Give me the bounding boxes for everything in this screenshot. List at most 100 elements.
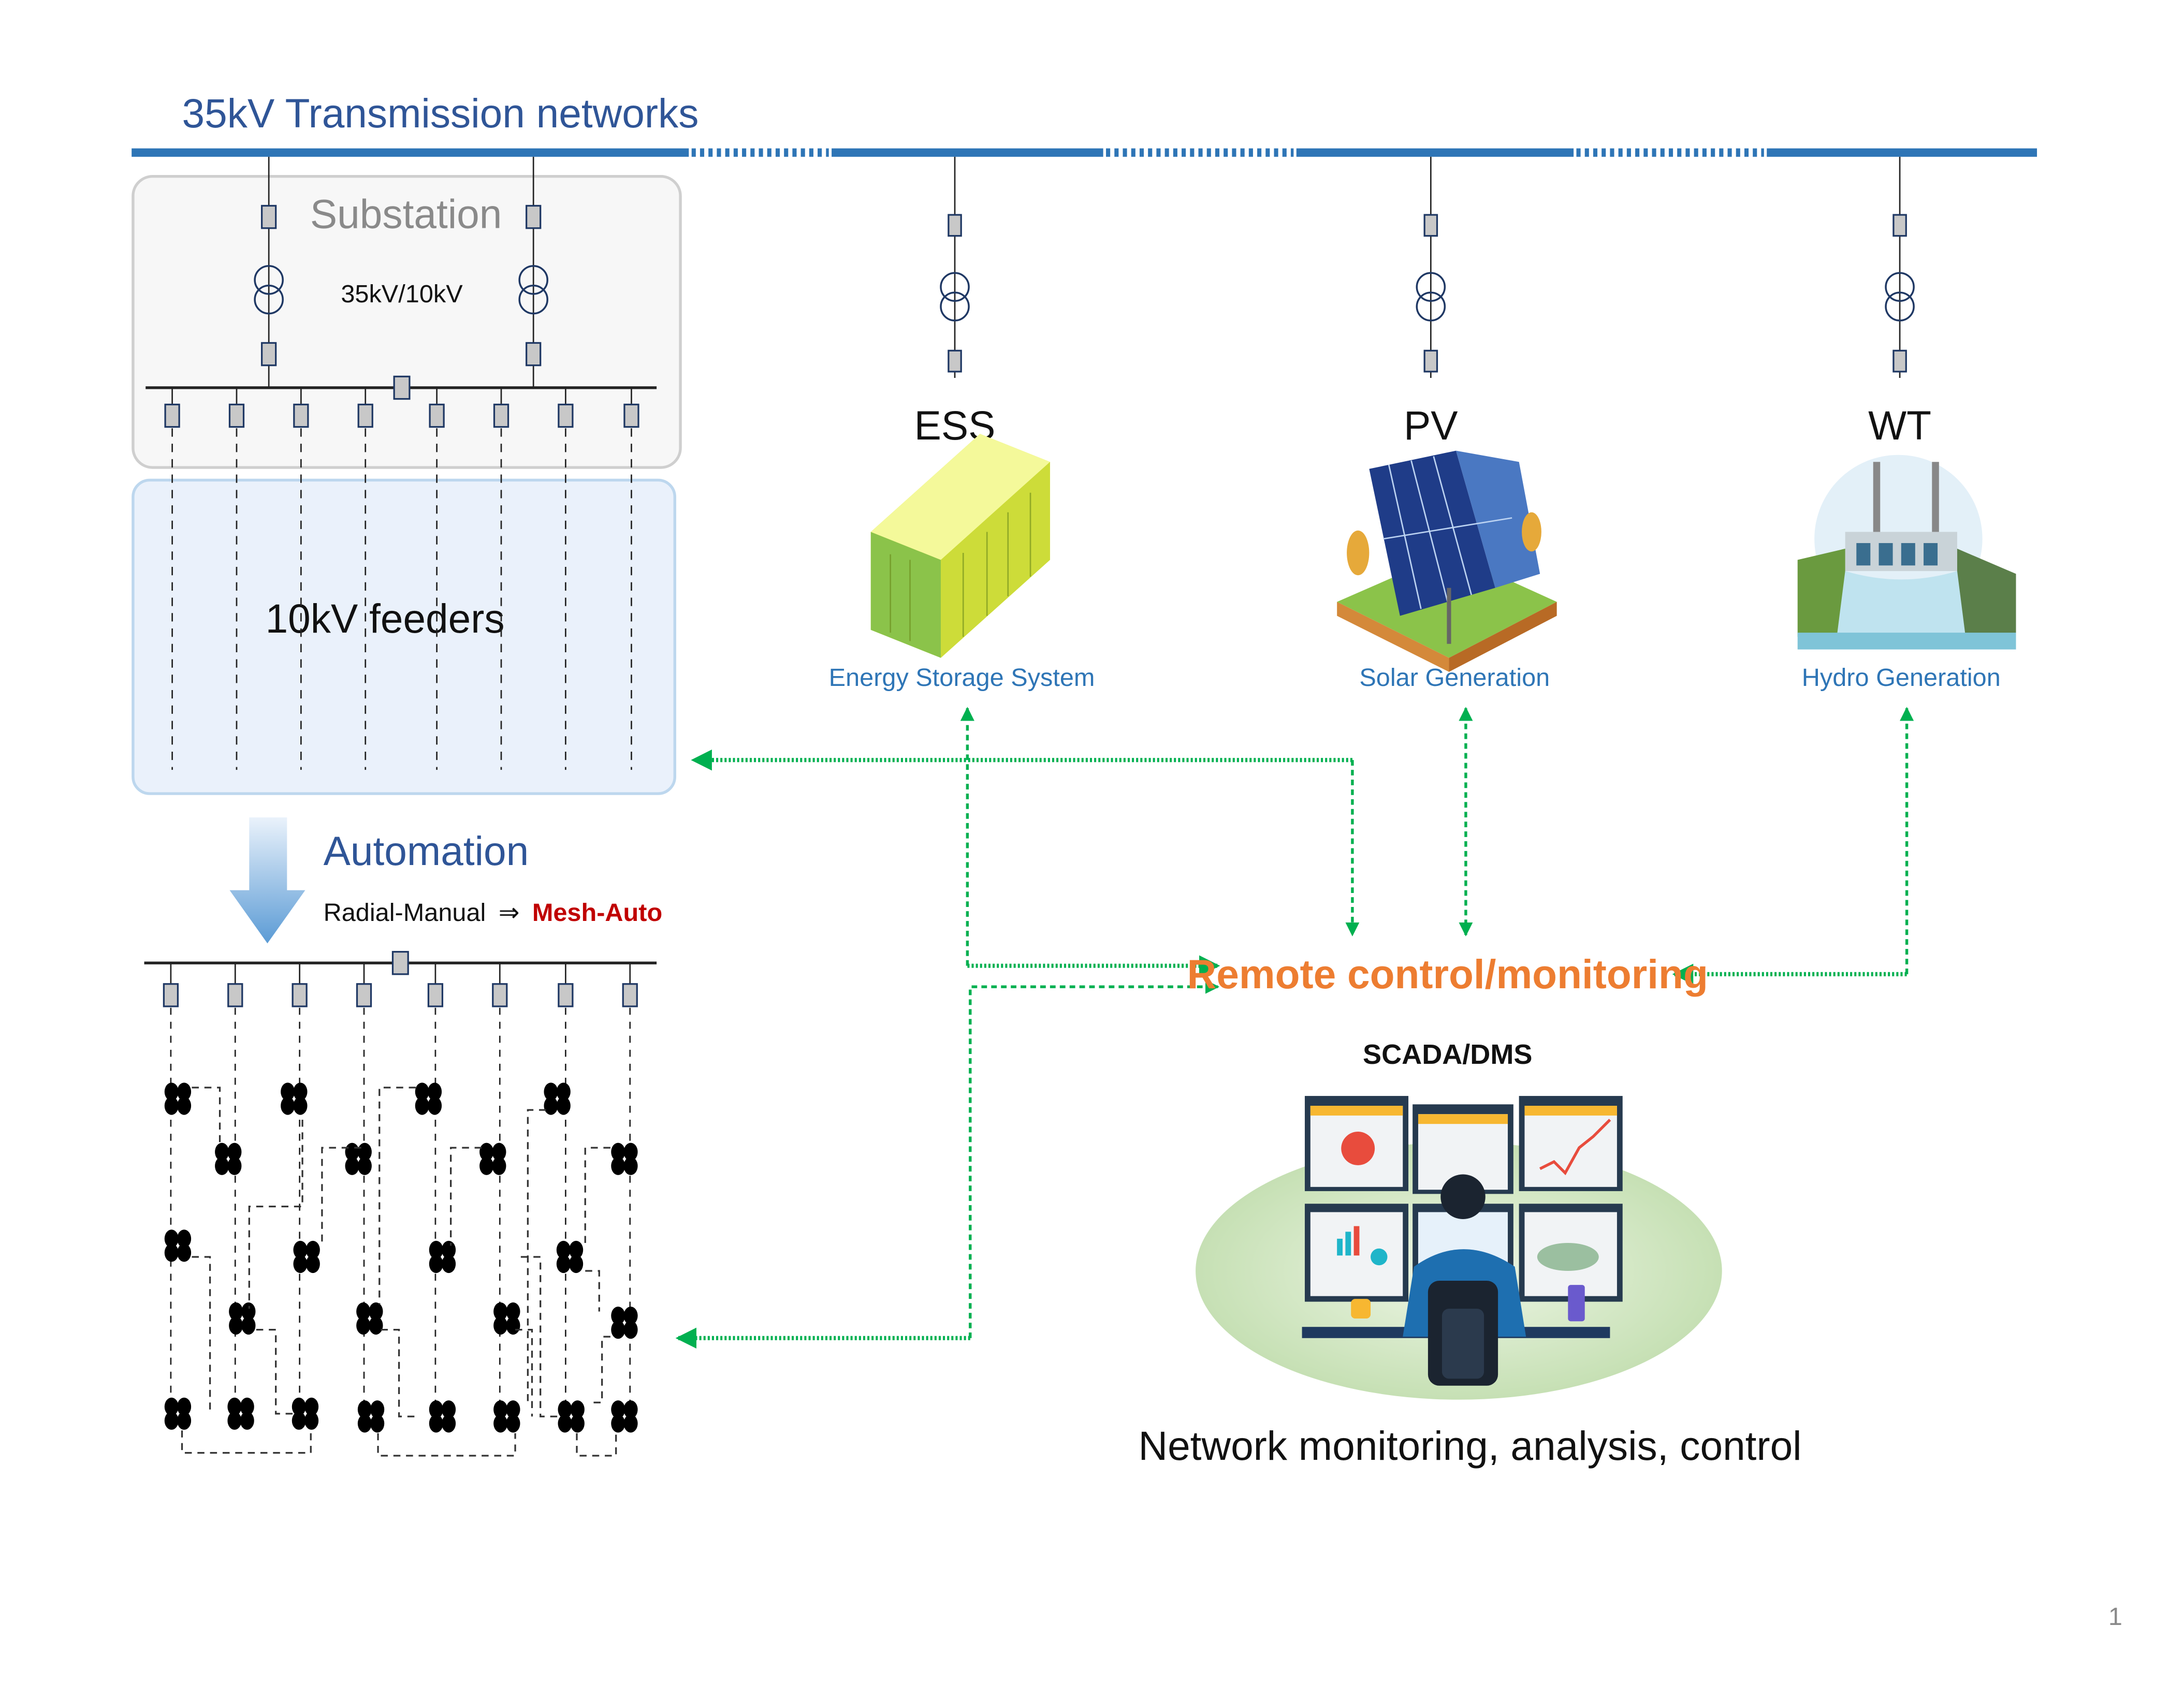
tie-link — [527, 1109, 546, 1403]
switch-icon — [1423, 214, 1438, 237]
tie-link — [520, 1256, 560, 1417]
link-mesh-to-remote — [969, 979, 1220, 1338]
recloser-node-icon — [357, 1400, 385, 1433]
tie-link — [585, 1270, 600, 1312]
scada-operator-icon — [1196, 1096, 1722, 1400]
tie-link — [256, 1328, 294, 1415]
tie-link — [515, 1328, 533, 1417]
solar-panel-icon — [1337, 450, 1557, 672]
wt-code: WT — [1868, 403, 1931, 448]
transformer-icon — [940, 272, 970, 321]
caption: Network monitoring, analysis, control — [1138, 1423, 1801, 1469]
switch-icon — [163, 983, 179, 1007]
switch-icon — [427, 983, 444, 1007]
recloser-node-icon — [164, 1397, 192, 1430]
recloser-node-icon — [215, 1143, 242, 1175]
transformer-icon — [254, 265, 284, 315]
recloser-node-icon — [611, 1306, 638, 1339]
mesh-network — [144, 950, 657, 1457]
tie-link — [378, 1087, 416, 1305]
recloser-node-icon — [544, 1082, 571, 1115]
switch-icon — [558, 403, 574, 428]
recloser-node-icon — [493, 1302, 520, 1335]
switch-icon — [261, 204, 277, 229]
remote-control-label: Remote control/monitoring — [1187, 951, 1708, 997]
tie-link — [584, 1147, 610, 1246]
scada-label: SCADA/DMS — [1363, 1039, 1532, 1070]
feeders-label: 10kV feeders — [266, 596, 505, 641]
ess-name: Energy Storage System — [829, 664, 1095, 692]
switch-icon — [948, 214, 962, 237]
pv-code: PV — [1404, 403, 1458, 448]
switch-icon — [393, 375, 411, 400]
switch-icon — [622, 983, 638, 1007]
transformer-icon — [518, 265, 548, 315]
switch-icon — [623, 403, 639, 428]
recloser-node-icon — [415, 1082, 442, 1115]
transformer-icon — [1416, 272, 1446, 321]
recloser-node-icon — [227, 1397, 254, 1430]
feeders-box — [132, 478, 676, 795]
transformer-rating: 35kV/10kV — [341, 280, 463, 308]
substation-schematic — [145, 156, 657, 770]
recloser-node-icon — [229, 1302, 256, 1335]
switch-icon — [558, 983, 574, 1007]
hydro-dam-icon — [1797, 455, 2016, 650]
switch-icon — [948, 349, 962, 373]
substation-label: Substation — [310, 192, 502, 237]
generator-branches — [940, 156, 1915, 378]
switch-icon — [356, 983, 372, 1007]
switch-icon — [1892, 214, 1907, 237]
recloser-node-icon — [558, 1400, 585, 1433]
pv-name: Solar Generation — [1359, 664, 1550, 692]
battery-storage-icon — [870, 434, 1050, 658]
tie-link — [321, 1147, 361, 1246]
recloser-node-icon — [611, 1400, 638, 1433]
automation-subtitle: Radial-Manual ⇒ Mesh-Auto — [324, 899, 663, 927]
tie-link — [192, 1256, 211, 1414]
recloser-node-icon — [164, 1229, 192, 1262]
tie-link — [377, 1433, 516, 1457]
tie-link — [450, 1147, 482, 1246]
tie-link — [381, 1328, 420, 1417]
monitor-wall — [1304, 1096, 1623, 1302]
switch-icon — [293, 403, 309, 428]
recloser-node-icon — [281, 1082, 308, 1115]
tie-link — [576, 1433, 617, 1457]
switch-icon — [227, 983, 243, 1007]
switch-icon — [292, 983, 308, 1007]
recloser-node-icon — [479, 1143, 506, 1175]
recloser-node-icon — [292, 1397, 319, 1430]
switch-icon — [526, 342, 542, 367]
tie-link — [588, 1336, 610, 1403]
implies-arrow: ⇒ — [499, 899, 520, 927]
recloser-node-icon — [293, 1240, 320, 1273]
switch-icon — [261, 342, 277, 367]
switch-icon — [1892, 349, 1907, 373]
switch-icon — [492, 983, 508, 1007]
switch-icon — [493, 403, 509, 428]
page-number: 1 — [2108, 1603, 2122, 1631]
switch-icon — [228, 403, 245, 428]
tie-link — [192, 1087, 221, 1148]
substation-box — [132, 174, 682, 469]
recloser-node-icon — [493, 1400, 520, 1433]
wt-name: Hydro Generation — [1802, 664, 2001, 692]
automation-title: Automation — [324, 828, 529, 874]
switch-icon — [391, 950, 409, 975]
automation-to: Mesh-Auto — [532, 899, 662, 927]
recloser-node-icon — [164, 1082, 192, 1115]
switch-icon — [429, 403, 445, 428]
switch-icon — [164, 403, 180, 428]
transformer-icon — [1885, 272, 1915, 321]
recloser-node-icon — [611, 1143, 638, 1175]
recloser-node-icon — [356, 1302, 383, 1335]
switch-icon — [1423, 349, 1438, 373]
communication-links — [675, 707, 1914, 1349]
recloser-node-icon — [429, 1240, 456, 1273]
recloser-node-icon — [556, 1240, 584, 1273]
tie-link — [181, 1430, 312, 1454]
down-arrow-icon — [229, 817, 305, 944]
